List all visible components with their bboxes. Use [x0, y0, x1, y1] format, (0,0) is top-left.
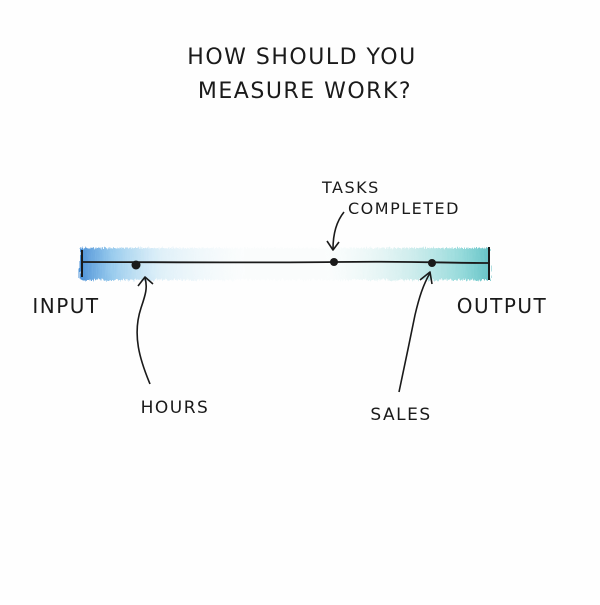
title-line-1: HOW SHOULD YOU — [187, 45, 416, 70]
sales-point — [428, 259, 436, 267]
sales-pointer-arrow — [398, 272, 431, 393]
tasks-completed-point — [330, 258, 338, 266]
title-line-2: MEASURE WORK? — [198, 79, 412, 104]
hours-point — [131, 260, 141, 270]
axis-label-output: OUTPUT — [457, 294, 548, 318]
sales-arrowhead — [419, 271, 433, 285]
axis-watercolor-wash — [80, 248, 490, 280]
hours-pointer-arrow — [136, 277, 151, 385]
hours-label: HOURS — [141, 398, 210, 418]
sales-label: SALES — [370, 405, 431, 425]
tasks-label-line-1: TASKS — [321, 178, 380, 197]
measurement-axis-line — [81, 260, 490, 264]
axis-label-input: INPUT — [32, 294, 99, 318]
hours-arrowhead — [137, 276, 154, 287]
tasks-arrowhead — [326, 240, 340, 251]
tasks-label-line-2: COMPLETED — [348, 199, 460, 218]
tasks-pointer-arrow — [332, 211, 345, 250]
